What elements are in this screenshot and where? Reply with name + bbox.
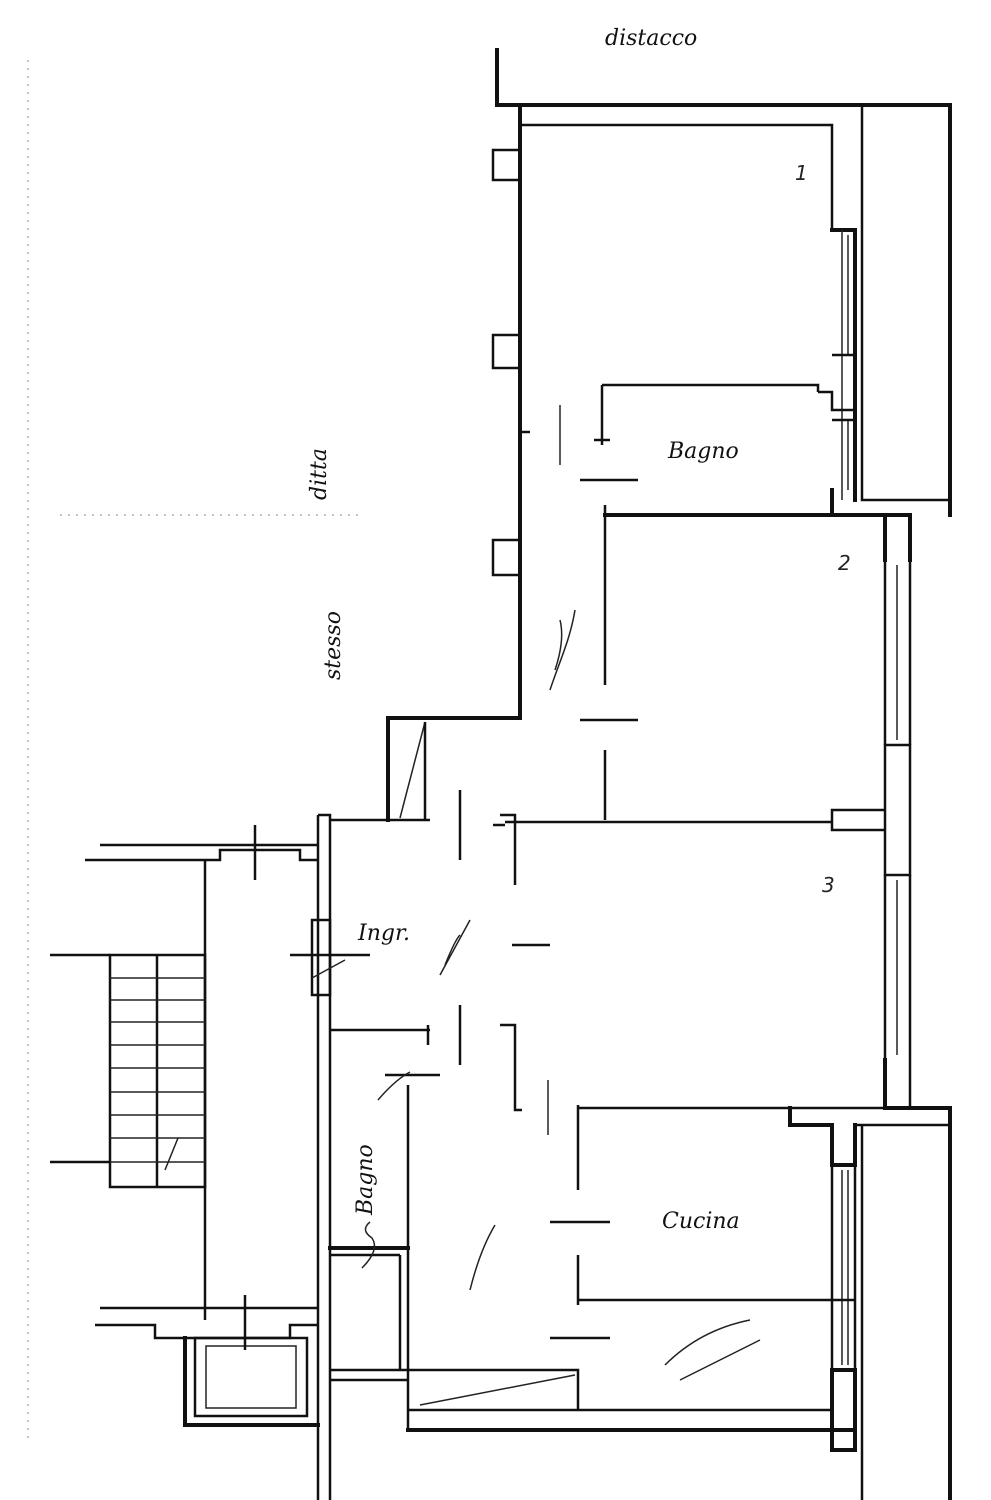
label-cucina: Cucina (662, 1209, 740, 1234)
label-bagno-left: Bagno (353, 1144, 378, 1216)
label-distacco: distacco (605, 26, 697, 51)
scribbles (361, 609, 761, 1381)
staircase (50, 825, 370, 1427)
label-ditta: ditta (307, 448, 332, 500)
label-bagno-top: Bagno (667, 439, 739, 464)
room-number-3: 3 (822, 873, 835, 897)
room-number-2: 2 (838, 551, 851, 575)
partitions (310, 383, 855, 1500)
reference-lines (27, 60, 360, 1440)
label-ingresso: Ingr. (357, 921, 410, 946)
outer-walls (386, 48, 952, 1500)
room-number-1: 1 (795, 161, 808, 185)
label-stesso: stesso (321, 611, 346, 680)
